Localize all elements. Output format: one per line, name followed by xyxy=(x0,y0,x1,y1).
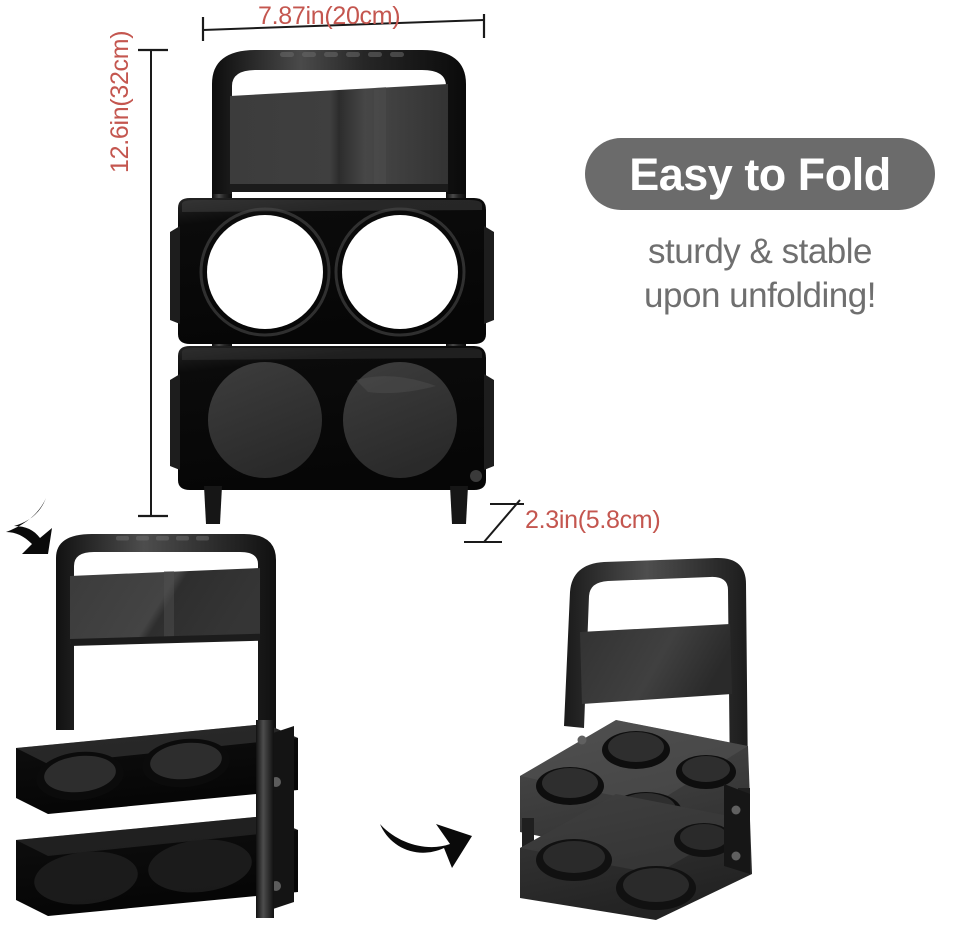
subtitle-line-1: sturdy & stable xyxy=(648,232,873,271)
width-dimension-label: 7.87in(20cm) xyxy=(258,2,401,30)
product-image-unfolded-state xyxy=(520,557,752,920)
height-dimension-label: 12.6in(32cm) xyxy=(106,30,134,173)
unfold-right-arrow-icon xyxy=(380,824,472,868)
depth-dimension-label: 2.3in(5.8cm) xyxy=(525,506,661,534)
headline-badge: Easy to Fold xyxy=(585,138,935,210)
headline-subtitle: sturdy & stable upon unfolding! xyxy=(585,230,935,318)
product-image-main-front-view xyxy=(170,50,494,524)
fold-down-arrow-icon xyxy=(6,498,52,554)
subtitle-line-2: upon unfolding! xyxy=(644,275,876,315)
product-image-folded-state xyxy=(16,534,298,918)
headline-badge-text: Easy to Fold xyxy=(629,148,891,200)
